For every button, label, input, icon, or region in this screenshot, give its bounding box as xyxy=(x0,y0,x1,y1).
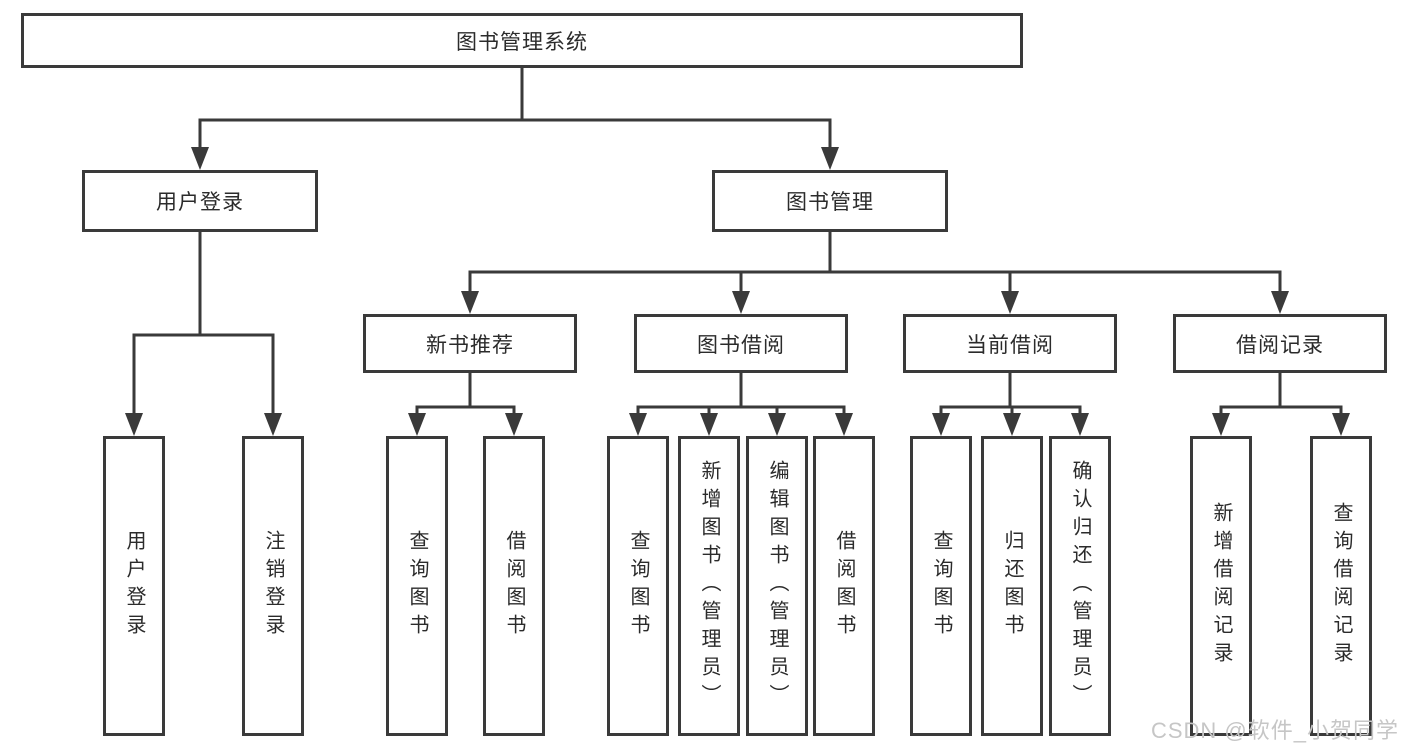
leaf-borrow-add-admin: 新增图书（管理员） xyxy=(678,436,740,736)
leaf-logout-label: 注销登录 xyxy=(262,530,284,642)
leaf-borrow-query: 查询图书 xyxy=(607,436,669,736)
leaf-logout: 注销登录 xyxy=(242,436,304,736)
node-book-borrow: 图书借阅 xyxy=(634,314,848,373)
leaf-borrow-borrow-label: 借阅图书 xyxy=(833,530,855,642)
leaf-current-return: 归还图书 xyxy=(981,436,1043,736)
node-user-login: 用户登录 xyxy=(82,170,318,232)
node-book-management-label: 图书管理 xyxy=(786,191,874,214)
leaf-borrow-edit-admin-label: 编辑图书（管理员） xyxy=(766,460,788,712)
leaf-current-return-label: 归还图书 xyxy=(1001,530,1023,642)
leaf-current-query-label: 查询图书 xyxy=(930,530,952,642)
leaf-borrow-query-label: 查询图书 xyxy=(627,530,649,642)
leaf-current-confirm-admin-label: 确认归还（管理员） xyxy=(1069,460,1091,712)
leaf-current-confirm-admin: 确认归还（管理员） xyxy=(1049,436,1111,736)
leaf-borrow-edit-admin: 编辑图书（管理员） xyxy=(746,436,808,736)
node-borrow-records-label: 借阅记录 xyxy=(1236,333,1324,357)
leaf-current-query: 查询图书 xyxy=(910,436,972,736)
leaf-user-login-label: 用户登录 xyxy=(123,530,145,642)
leaf-records-add-label: 新增借阅记录 xyxy=(1210,502,1232,670)
node-borrow-records: 借阅记录 xyxy=(1173,314,1387,373)
node-book-management: 图书管理 xyxy=(712,170,948,232)
leaf-newbooks-borrow: 借阅图书 xyxy=(483,436,545,736)
node-new-book-recommend-label: 新书推荐 xyxy=(426,333,514,357)
node-current-borrow: 当前借阅 xyxy=(903,314,1117,373)
leaf-borrow-borrow: 借阅图书 xyxy=(813,436,875,736)
leaf-borrow-add-admin-label: 新增图书（管理员） xyxy=(698,460,720,712)
node-user-login-label: 用户登录 xyxy=(156,191,244,214)
node-new-book-recommend: 新书推荐 xyxy=(363,314,577,373)
leaf-records-add: 新增借阅记录 xyxy=(1190,436,1252,736)
node-system-root: 图书管理系统 xyxy=(21,13,1023,68)
leaf-records-query-label: 查询借阅记录 xyxy=(1330,502,1352,670)
node-current-borrow-label: 当前借阅 xyxy=(966,333,1054,357)
node-book-borrow-label: 图书借阅 xyxy=(697,333,785,357)
leaf-records-query: 查询借阅记录 xyxy=(1310,436,1372,736)
leaf-newbooks-query-label: 查询图书 xyxy=(406,530,428,642)
leaf-newbooks-borrow-label: 借阅图书 xyxy=(503,530,525,642)
leaf-newbooks-query: 查询图书 xyxy=(386,436,448,736)
leaf-user-login: 用户登录 xyxy=(103,436,165,736)
node-system-root-label: 图书管理系统 xyxy=(456,30,588,54)
csdn-watermark: CSDN @软件_小贺同学 xyxy=(1150,718,1399,743)
